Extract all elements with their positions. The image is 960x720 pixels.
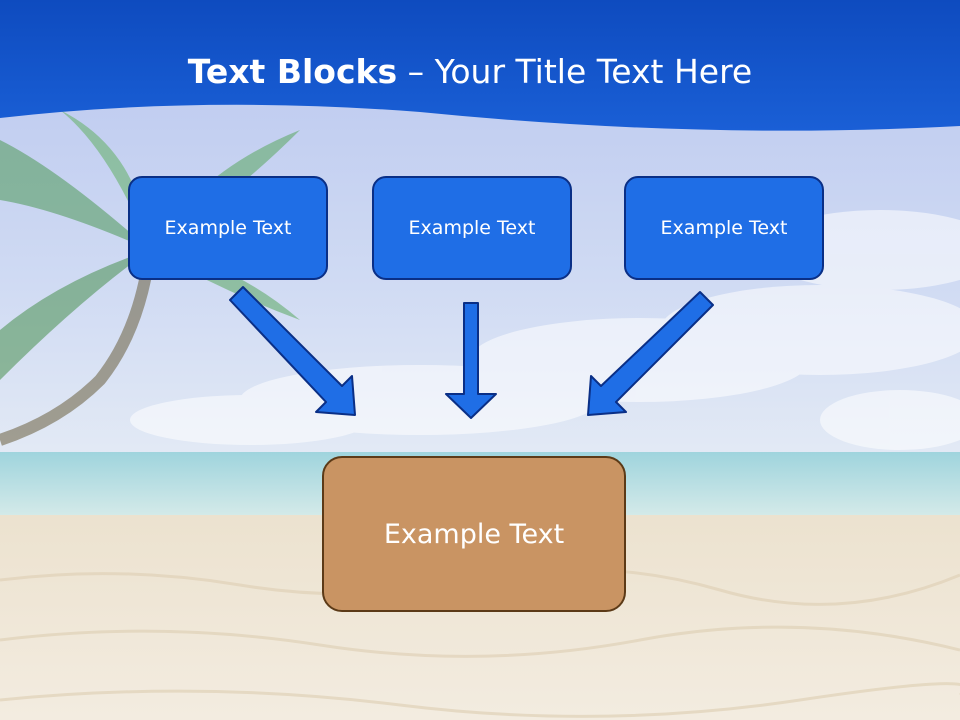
title-bold: Text Blocks <box>187 52 398 91</box>
text-block-top-center[interactable]: Example Text <box>372 176 572 280</box>
text-block-top-left-label: Example Text <box>164 217 292 239</box>
title-rest: – Your Title Text Here <box>397 52 753 91</box>
text-block-top-right-label: Example Text <box>660 217 788 239</box>
text-block-top-center-label: Example Text <box>408 217 536 239</box>
text-block-top-left[interactable]: Example Text <box>128 176 328 280</box>
arrow-right <box>587 291 714 416</box>
text-block-bottom[interactable]: Example Text <box>322 456 626 612</box>
slide-title: Text Blocks – Your Title Text Here <box>0 52 940 91</box>
text-block-bottom-label: Example Text <box>383 518 565 550</box>
header-band <box>0 0 960 131</box>
arrow-center <box>445 302 497 419</box>
arrow-left <box>229 286 356 416</box>
text-block-top-right[interactable]: Example Text <box>624 176 824 280</box>
